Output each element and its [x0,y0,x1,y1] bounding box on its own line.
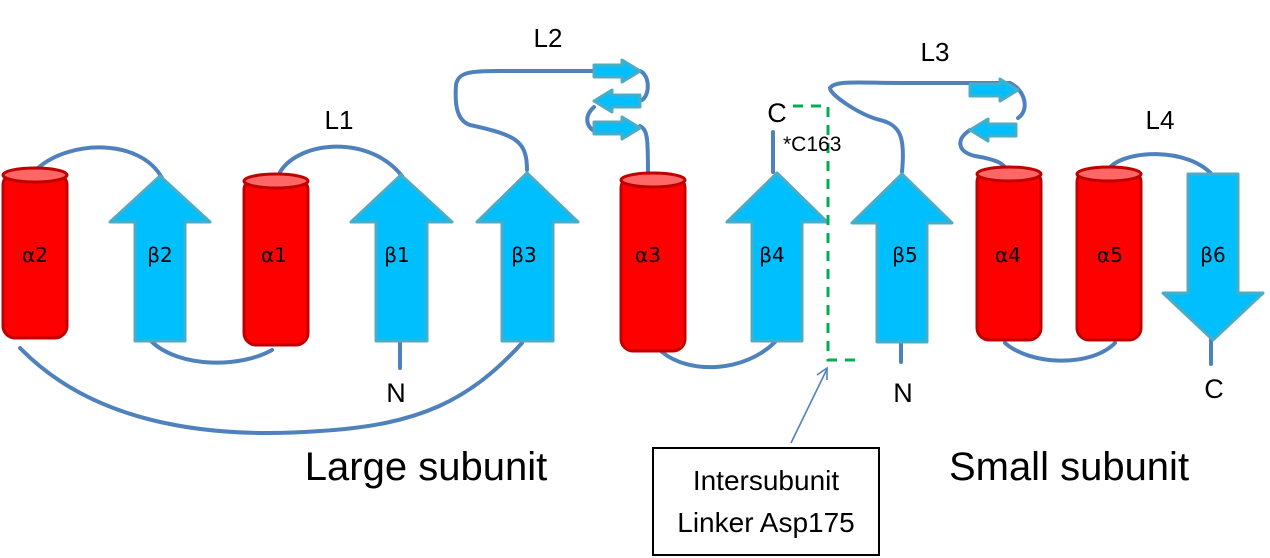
loop-a2-b2 [36,145,164,180]
loop-a3-b4 [660,340,777,370]
helix-a2-label: α2 [22,243,48,267]
loop-a1-b1-L1 [278,144,404,178]
linker-callout-box: Intersubunit Linker Asp175 [652,447,880,556]
mini-strand-l2-1 [592,58,642,84]
mini-strand-l2-3 [592,115,642,141]
strand-b4-label: β4 [759,243,785,267]
strand-b1 [349,173,454,343]
helix-a3: α3 [619,171,687,353]
strand-b2 [108,174,212,343]
small-n-terminus-label: N [893,378,913,408]
loop-a2-b3-long [18,341,524,436]
loop-b3-L2-hairpin [453,69,642,172]
loop-a5-b6-L4 [1106,152,1217,180]
helix-a5-label: α5 [1097,243,1123,267]
loop-label-l4: L4 [1146,105,1175,135]
loop-label-l1: L1 [325,105,354,135]
helix-a3-label: α3 [635,243,661,267]
large-subunit-label: Large subunit [305,445,547,489]
large-n-terminus-label: N [386,378,406,408]
strand-b4 [725,171,829,343]
helix-a1: α1 [242,172,310,347]
linker-box-line2: Linker Asp175 [677,507,854,538]
strand-b6-label: β6 [1200,243,1226,267]
loop-L3-turn-1 [1008,81,1027,120]
loop-b2-a1 [150,340,274,365]
strand-b3-label: β3 [511,243,537,267]
residue-c163-label: *C163 [783,133,841,156]
loop-hairpin-to-a3 [638,124,650,180]
loop-hairpin-turn-2 [585,105,596,133]
loop-hairpin-turn-1 [638,69,650,102]
strand-b5 [850,172,954,344]
small-c-terminus-label: C [1204,374,1224,404]
large-c-terminus-label: C [767,98,787,128]
mini-strand-l3-2 [968,117,1018,143]
linker-dashed-line [793,104,863,362]
linker-pointer-arrow [790,366,828,444]
mini-strand-l2-2 [592,88,642,114]
loop-label-l3: L3 [921,37,950,67]
helix-a5: α5 [1075,165,1143,342]
loop-a4-a5 [1003,341,1117,363]
linker-box-line1: Intersubunit [693,465,840,496]
strand-b1-label: β1 [384,243,410,267]
mini-strand-l3-1 [968,77,1020,103]
strand-b3 [475,171,580,343]
helix-a1-label: α1 [261,243,287,267]
helix-a4-label: α4 [995,243,1021,267]
loop-b5-L3 [827,80,1012,174]
strand-b5-label: β5 [892,243,918,267]
helix-a2: α2 [1,166,69,340]
helix-a4: α4 [975,165,1043,342]
small-subunit-label: Small subunit [949,445,1189,489]
strand-b6 [1161,172,1265,342]
strand-b2-label: β2 [147,243,173,267]
loop-label-l2: L2 [534,23,563,53]
